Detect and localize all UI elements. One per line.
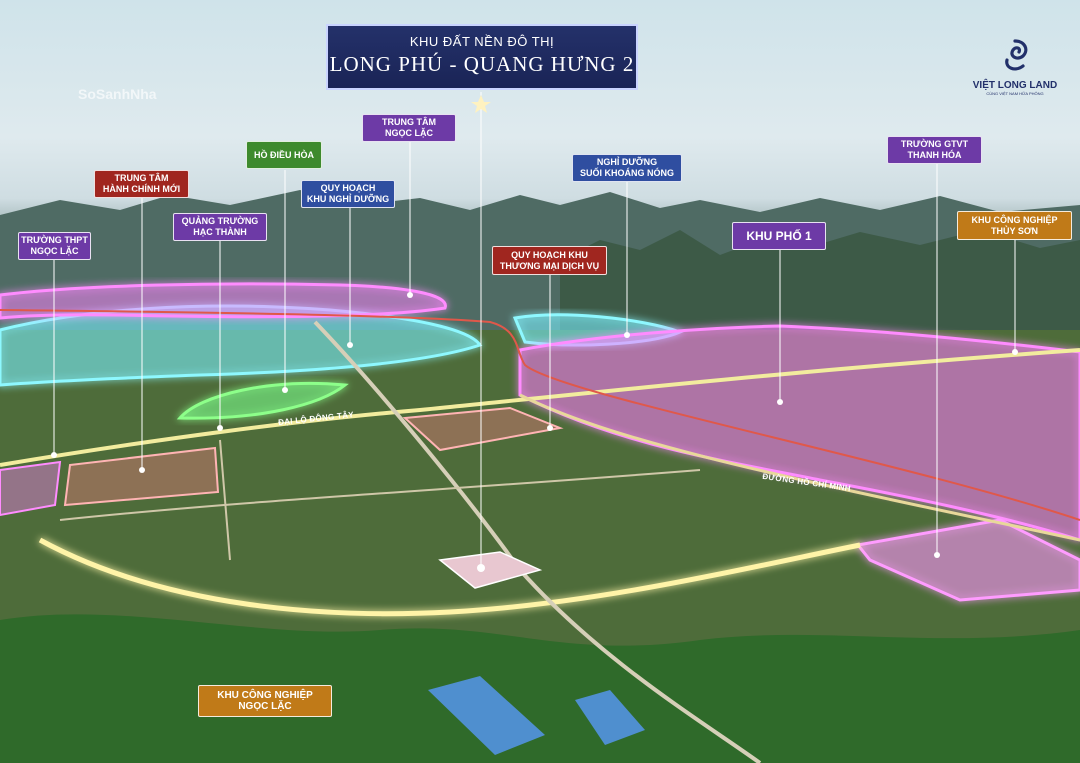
- label-kcn-thuy-son: KHU CÔNG NGHIỆP THỦY SƠN: [957, 211, 1072, 240]
- leader-lines: [53, 92, 1016, 568]
- label-khu-nghi-duong: QUY HOẠCH KHU NGHỈ DƯỠNG: [301, 180, 395, 208]
- label-quang-truong: QUẢNG TRƯỜNG HẠC THÀNH: [173, 213, 267, 241]
- regulating-lake-zone: [176, 381, 349, 420]
- watermark: SoSanhNha: [78, 86, 157, 102]
- leader-dots: [51, 292, 1018, 572]
- ho-chi-minh-road: [519, 393, 1080, 542]
- label-hanh-chinh: TRUNG TÂM HÀNH CHÍNH MỚI: [94, 170, 189, 198]
- commercial-plot: [402, 406, 564, 452]
- project-title: LONG PHÚ - QUANG HƯNG 2: [329, 52, 635, 76]
- logo-name: VIỆT LONG LAND: [972, 80, 1058, 91]
- label-thpt-ngoc-lac: TRƯỜNG THPT NGỌC LẶC: [18, 232, 91, 260]
- ring-road: [38, 537, 861, 617]
- project-site: [438, 551, 543, 589]
- factory-roof-1: [428, 676, 545, 755]
- label-trung-tam: TRUNG TÂM NGỌC LẶC: [362, 114, 456, 142]
- label-ho-dieu-hoa: HỒ ĐIỀU HÒA: [246, 141, 322, 169]
- label-kcn-ngoc-lac: KHU CÔNG NGHIỆP NGỌC LẶC: [198, 685, 332, 717]
- grid-road-2: [219, 439, 231, 561]
- star-marker: [471, 95, 491, 113]
- factory-roof-2: [575, 690, 645, 745]
- admin-center-plot: [63, 446, 220, 507]
- label-thuong-mai: QUY HOẠCH KHU THƯƠNG MẠI DỊCH VỤ: [492, 246, 607, 275]
- label-khu-pho-1: KHU PHỐ 1: [732, 222, 826, 250]
- red-road: [0, 309, 1080, 521]
- lake-zone: [0, 282, 447, 320]
- east-west-avenue: [0, 348, 1080, 467]
- label-suoi-khoang: NGHỈ DƯỠNG SUỐI KHOÁNG NÓNG: [572, 154, 682, 182]
- thuy-son-zone: [855, 518, 1080, 602]
- company-logo: VIỆT LONG LAND CÙNG VIỆT NAM HỮA PHÔNG: [970, 38, 1060, 96]
- left-plot: [0, 460, 62, 517]
- label-gtvt: TRƯỜNG GTVT THANH HÓA: [887, 136, 982, 164]
- mountain-near: [560, 230, 1080, 340]
- logo-slogan: CÙNG VIỆT NAM HỮA PHÔNG: [986, 91, 1044, 96]
- dragon-logo-icon: [1005, 39, 1028, 71]
- forest-front: [0, 614, 1080, 763]
- grid-road-1: [59, 469, 701, 521]
- project-title-box: KHU ĐẤT NỀN ĐÔ THỊ LONG PHÚ - QUANG HƯNG…: [326, 24, 638, 90]
- project-subtitle: KHU ĐẤT NỀN ĐÔ THỊ: [409, 34, 555, 49]
